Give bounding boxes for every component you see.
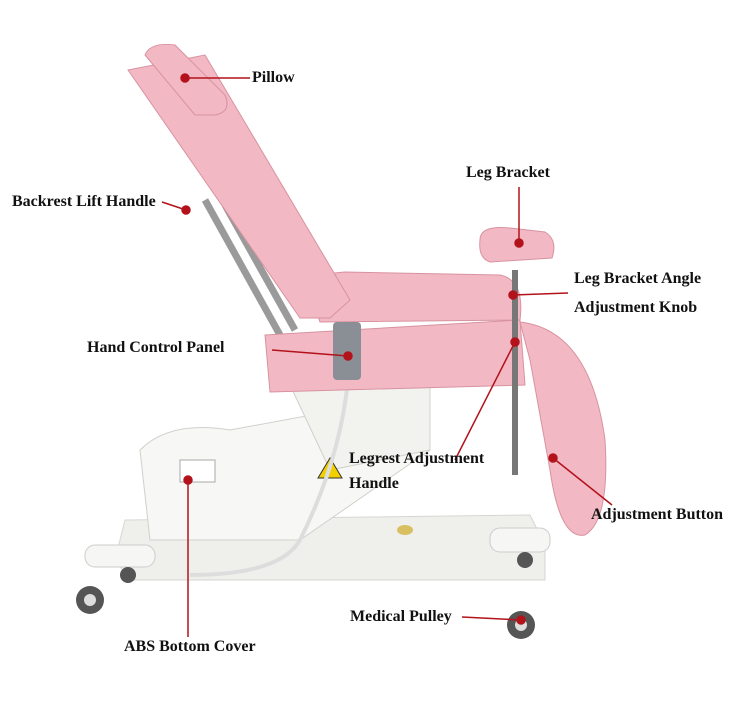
label-pillow: Pillow (252, 69, 295, 86)
label-hand-control-panel: Hand Control Panel (87, 339, 225, 356)
chair-base (84, 384, 551, 581)
label-medical-pulley: Medical Pulley (350, 608, 452, 625)
label-leg-bracket-angle: Leg Bracket Angle (574, 270, 702, 287)
label-legrest-handle: Handle (349, 475, 399, 492)
label-abs-bottom-cover: ABS Bottom Cover (124, 638, 256, 655)
wheels (76, 552, 535, 639)
leader-lines (161, 73, 613, 637)
label-adjustment-button: Adjustment Button (591, 506, 724, 523)
label-backrest-lift-handle: Backrest Lift Handle (12, 193, 156, 210)
label-legrest-adjustment: Legrest Adjustment (349, 450, 485, 467)
label-adjustment-knob: Adjustment Knob (574, 299, 698, 316)
label-leg-bracket: Leg Bracket (466, 164, 550, 181)
